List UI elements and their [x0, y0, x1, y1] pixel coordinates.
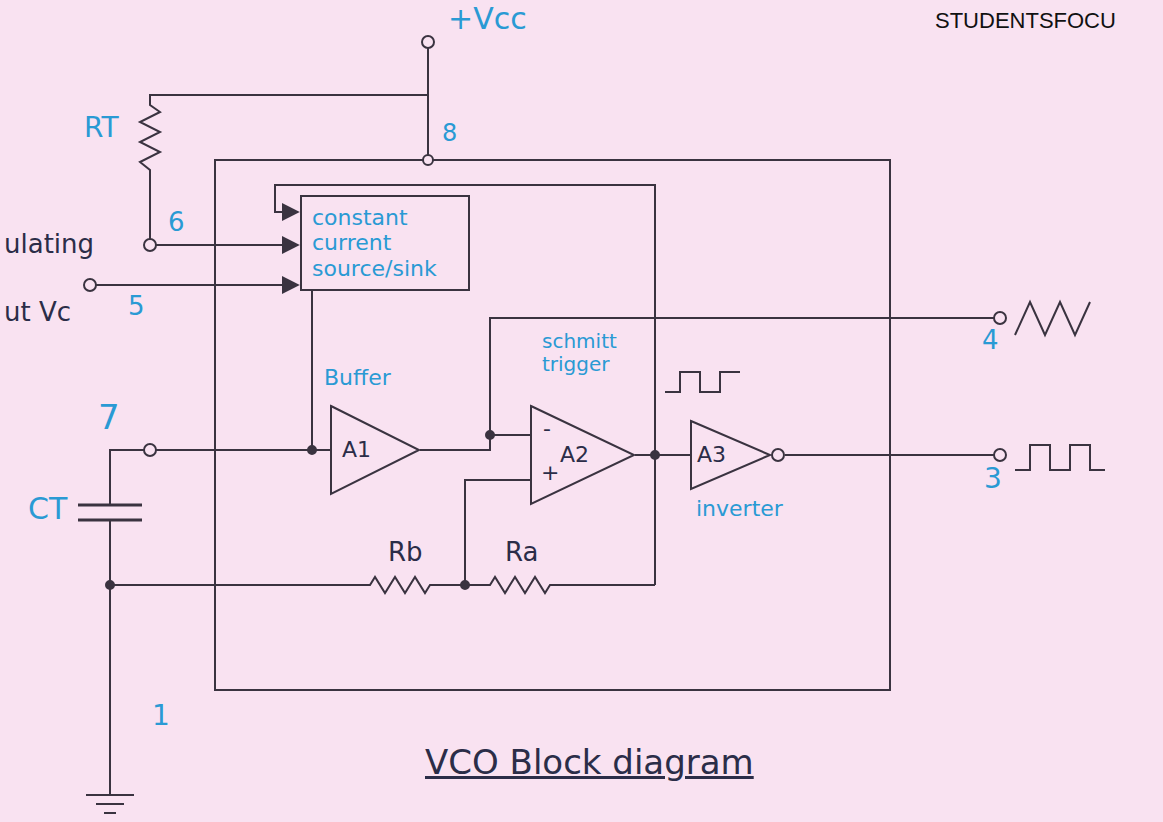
resistor-label: RT — [84, 112, 119, 144]
ic-outline — [215, 160, 890, 690]
signal-name: ulating — [4, 230, 94, 260]
pin-terminal — [144, 444, 156, 456]
timing-wire — [110, 450, 144, 505]
input-sign: + — [541, 460, 559, 485]
supply-label: +Vcc — [448, 2, 527, 37]
output-wire — [490, 318, 994, 435]
pin-terminal — [994, 449, 1006, 461]
pin-number: 1 — [152, 700, 170, 732]
resistor-divider — [110, 577, 655, 593]
supply-wire — [427, 48, 429, 155]
triangle-wave — [1015, 302, 1090, 335]
resistor-label: Rb — [388, 538, 423, 568]
block-heading: schmitt trigger — [542, 330, 642, 376]
pin-terminal — [84, 279, 96, 291]
current-source-box: constant current source/sink — [300, 195, 470, 291]
pin-number: 8 — [442, 120, 457, 148]
supply-terminal — [422, 36, 434, 48]
block-heading: Buffer — [324, 365, 391, 390]
amplifier-name: A1 — [342, 437, 371, 462]
control-wire — [156, 244, 298, 246]
feedback-wire — [275, 185, 655, 585]
ground-symbol — [86, 794, 134, 796]
pin-number: 4 — [982, 326, 999, 356]
inverter-gate: A3inverter — [690, 420, 785, 490]
ground-wire — [109, 520, 111, 795]
signal-connector — [635, 454, 690, 456]
amplifier-name: A3 — [697, 442, 726, 467]
capacitor-symbol — [78, 504, 142, 507]
ground-symbol — [96, 803, 124, 805]
block-heading: inverter — [696, 496, 783, 521]
pin-terminal — [144, 239, 156, 251]
inversion-bubble — [772, 449, 784, 461]
input-sign: - — [543, 416, 551, 441]
output-wire — [785, 454, 994, 456]
pin-number: 7 — [98, 398, 120, 437]
signal-name: ut Vc — [4, 298, 71, 328]
watermark: STUDENTSFOCU — [935, 8, 1116, 33]
triangle-outline — [531, 406, 634, 504]
square-wave — [665, 372, 740, 392]
buffer-amplifier: BufferA1 — [330, 405, 420, 495]
square-wave — [1015, 445, 1105, 470]
amplifier-name: A2 — [560, 442, 589, 467]
pin-number: 3 — [984, 463, 1002, 495]
pin-number: 6 — [168, 208, 185, 238]
pin-terminal — [423, 155, 433, 165]
hysteresis-wire — [465, 480, 530, 585]
timing-wire — [156, 449, 312, 451]
triangle-outline — [691, 421, 770, 489]
pin-number: 5 — [128, 292, 145, 322]
pin-terminal — [994, 312, 1006, 324]
block-label: constant current source/sink — [312, 205, 458, 281]
signal-connector — [420, 435, 530, 450]
resistor-label: Ra — [505, 538, 538, 568]
diagram-caption: VCO Block diagram — [425, 742, 754, 783]
ground-symbol — [104, 812, 116, 814]
triangle-outline — [331, 406, 419, 494]
capacitor-label: CT — [28, 492, 67, 527]
control-wire — [96, 284, 298, 286]
